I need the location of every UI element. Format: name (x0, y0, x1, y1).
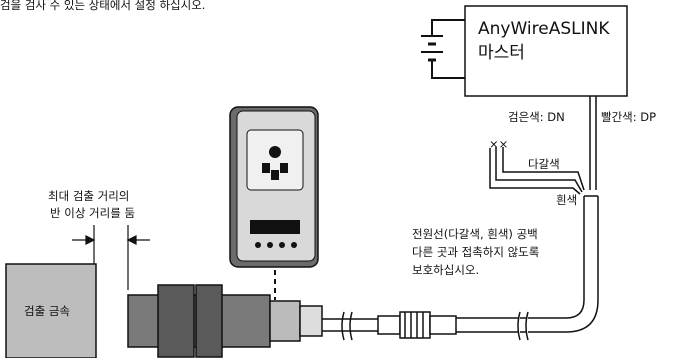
master-box (464, 5, 628, 97)
detection-target (5, 263, 97, 358)
master-subtitle: 마스터 (478, 43, 525, 63)
cable-connector (377, 311, 457, 339)
main-cable (455, 195, 599, 333)
proximity-sensor (127, 284, 323, 358)
handheld-terminal-icon (229, 106, 319, 300)
sensor-cable (322, 311, 378, 341)
power-wires (489, 147, 585, 195)
power-note-line1: 전원선(다갈색, 흰색) 공백 (412, 227, 538, 241)
white-wire-label: 흰색 (556, 193, 577, 207)
target-label: 검출 금속 (24, 304, 70, 318)
red-wire-label: 빨간색: DP (601, 110, 656, 124)
wire-end-crosses: ×× (489, 137, 508, 151)
power-note-line2: 다른 곳과 접촉하지 않도록 (412, 245, 539, 259)
top-instruction-text: 검을 검사 수 있는 상태에서 설정 하십시오. (0, 0, 205, 12)
brown-wire-label: 다갈색 (528, 157, 560, 171)
master-wires (589, 96, 597, 190)
distance-note-line1: 최대 검출 거리의 (48, 189, 129, 203)
cable-break-right (517, 311, 529, 341)
distance-note-line2: 반 이상 거리를 둠 (50, 206, 135, 220)
black-wire-label: 검은색: DN (508, 110, 565, 124)
power-note-line3: 보호하십시오. (412, 263, 479, 277)
power-source-icon (421, 19, 465, 79)
master-title: AnyWireASLINK (478, 19, 610, 39)
